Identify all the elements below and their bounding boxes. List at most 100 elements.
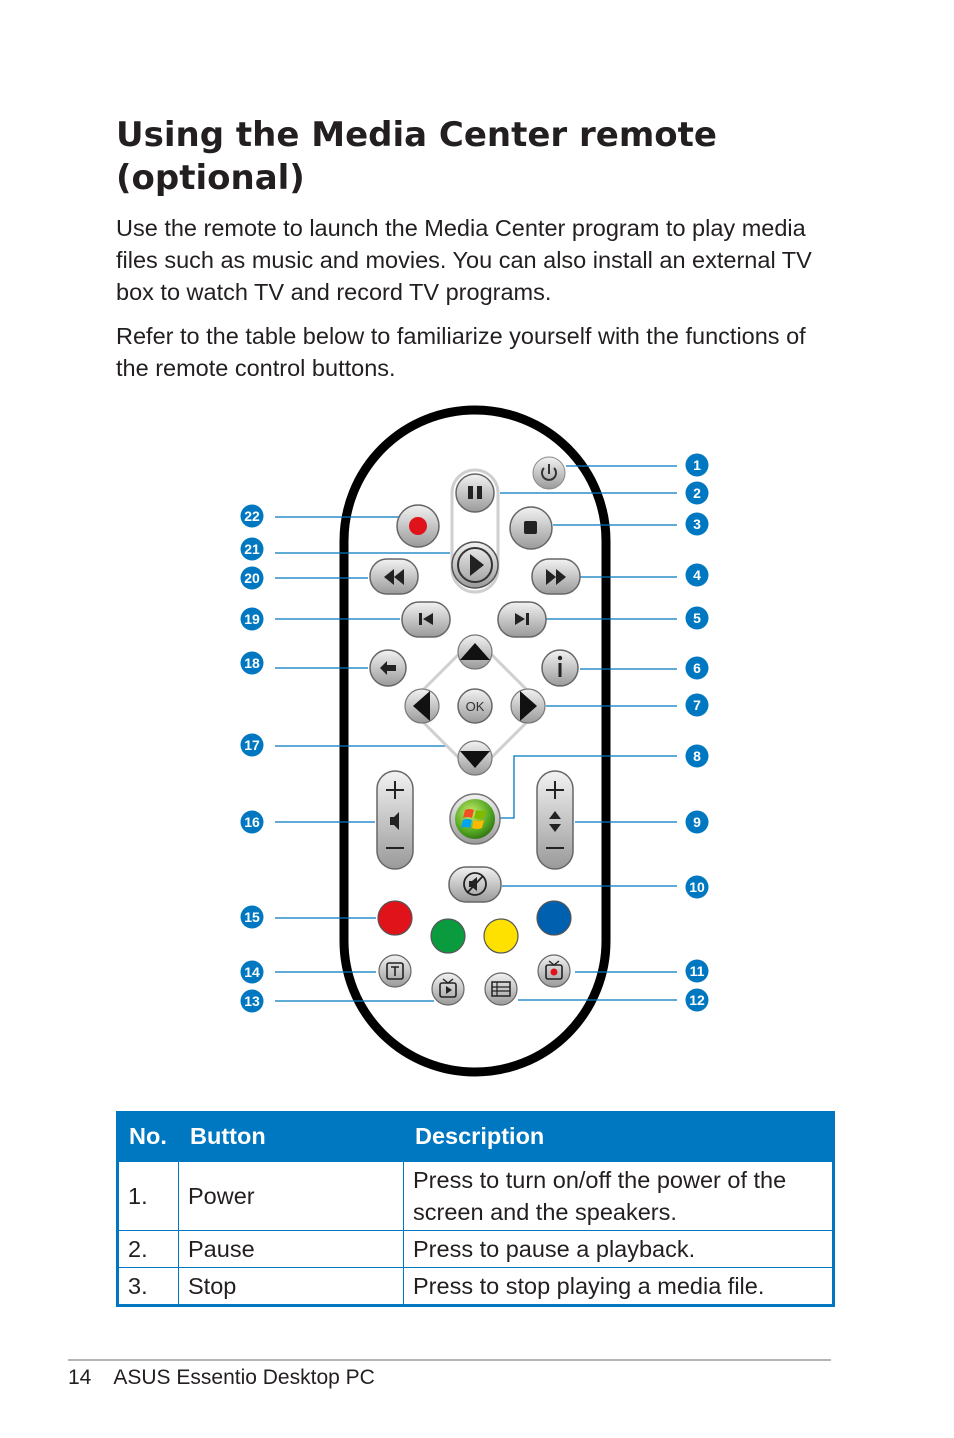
volume-rocker — [376, 770, 414, 870]
callout-12: 12 — [685, 988, 709, 1012]
speaker-icon — [390, 812, 399, 830]
info-button — [541, 649, 579, 687]
callout-17: 17 — [240, 733, 264, 757]
callout-15: 15 — [240, 905, 264, 929]
svg-text:1: 1 — [693, 457, 701, 473]
channel-icon — [549, 811, 561, 819]
back-arrow-icon — [380, 661, 396, 675]
pause-icon — [468, 486, 473, 499]
callout-5: 5 — [685, 606, 709, 630]
record-icon — [409, 517, 427, 535]
recorded-tv-icon — [550, 968, 558, 976]
right-arrow-icon — [520, 691, 537, 721]
callout-18: 18 — [240, 651, 264, 675]
down-button — [457, 740, 493, 776]
windows-start-button — [449, 793, 501, 845]
record-button — [396, 504, 440, 548]
recorded-tv-button — [537, 954, 571, 988]
table-row: 2. Pause Press to pause a playback. — [117, 1230, 834, 1268]
stop-button — [509, 506, 553, 550]
svg-text:12: 12 — [689, 992, 705, 1008]
remote-diagram: OK — [240, 405, 709, 1077]
callouts-left: 22 21 20 19 18 17 16 15 14 13 — [240, 504, 264, 1013]
svg-text:19: 19 — [244, 611, 260, 627]
footer-divider — [68, 1359, 831, 1361]
teletext-icon — [391, 966, 399, 976]
blue-button — [536, 900, 572, 936]
button-function-table: No. Button Description 1. Power Press to… — [116, 1111, 835, 1307]
green-button — [430, 918, 466, 954]
svg-text:20: 20 — [244, 570, 260, 586]
header-no: No. — [116, 1111, 180, 1162]
play-button — [451, 541, 499, 589]
row-description: Press to turn on/off the power of the sc… — [403, 1160, 834, 1231]
svg-text:10: 10 — [689, 879, 705, 895]
rewind-icon — [384, 569, 394, 585]
row-description: Press to stop playing a media file. — [403, 1267, 834, 1306]
callout-4: 4 — [685, 563, 709, 587]
callout-11: 11 — [685, 959, 709, 983]
guide-button — [484, 972, 518, 1006]
page-number: 14 — [68, 1366, 92, 1389]
svg-text:18: 18 — [244, 655, 260, 671]
table-row: 1. Power Press to turn on/off the power … — [117, 1160, 834, 1231]
power-icon — [541, 467, 557, 481]
guide-icon — [491, 981, 511, 997]
svg-text:3: 3 — [693, 516, 701, 532]
mute-button — [448, 866, 502, 903]
page-title: Using the Media Center remote (optional) — [116, 115, 717, 198]
svg-text:16: 16 — [244, 814, 260, 830]
svg-text:14: 14 — [244, 964, 260, 980]
skip-back-icon — [419, 613, 422, 625]
svg-text:21: 21 — [244, 541, 260, 557]
navigation-pad: OK — [404, 634, 546, 777]
callout-13: 13 — [240, 989, 264, 1013]
skip-forward-button — [497, 601, 547, 638]
callouts-right: 1 2 3 4 5 6 7 8 9 10 11 12 — [685, 453, 709, 1012]
callout-14: 14 — [240, 960, 264, 984]
back-button — [369, 649, 407, 687]
live-tv-icon — [446, 986, 452, 994]
callout-9: 9 — [685, 810, 709, 834]
row-button: Pause — [178, 1230, 404, 1268]
callout-16: 16 — [240, 810, 264, 834]
row-description: Press to pause a playback. — [403, 1230, 834, 1268]
table-header-row: No. Button Description — [116, 1111, 835, 1162]
yellow-button — [483, 918, 519, 954]
teletext-button — [378, 954, 412, 988]
footer-title: ASUS Essentio Desktop PC — [113, 1366, 375, 1389]
row-number: 2. — [117, 1230, 179, 1268]
mute-icon — [469, 877, 477, 891]
svg-text:9: 9 — [693, 814, 701, 830]
callout-8: 8 — [685, 744, 709, 768]
up-button — [457, 634, 493, 670]
header-button: Button — [177, 1111, 405, 1162]
ok-label: OK — [466, 699, 485, 714]
callout-19: 19 — [240, 607, 264, 631]
svg-text:2: 2 — [693, 485, 701, 501]
svg-text:11: 11 — [690, 963, 705, 979]
right-button — [510, 688, 546, 724]
callout-1: 1 — [685, 453, 709, 477]
svg-text:15: 15 — [244, 909, 260, 925]
row-number: 1. — [117, 1160, 179, 1231]
callout-2: 2 — [685, 481, 709, 505]
intro-paragraph: Use the remote to launch the Media Cente… — [116, 215, 812, 305]
stop-icon — [524, 521, 537, 534]
svg-text:22: 22 — [244, 508, 260, 524]
skip-back-button — [401, 601, 451, 638]
callout-22: 22 — [240, 504, 264, 528]
power-button — [532, 456, 566, 490]
pause-button — [455, 473, 495, 513]
svg-text:4: 4 — [693, 567, 701, 583]
table-row: 3. Stop Press to stop playing a media fi… — [117, 1267, 834, 1306]
rewind-button — [369, 558, 419, 595]
down-arrow-icon — [460, 751, 490, 768]
windows-logo-icon — [461, 809, 486, 829]
live-tv-button — [431, 972, 465, 1006]
svg-text:6: 6 — [693, 660, 701, 676]
callout-6: 6 — [685, 656, 709, 680]
up-arrow-icon — [460, 643, 490, 660]
fast-forward-icon — [546, 569, 556, 585]
skip-forward-icon — [515, 613, 525, 625]
